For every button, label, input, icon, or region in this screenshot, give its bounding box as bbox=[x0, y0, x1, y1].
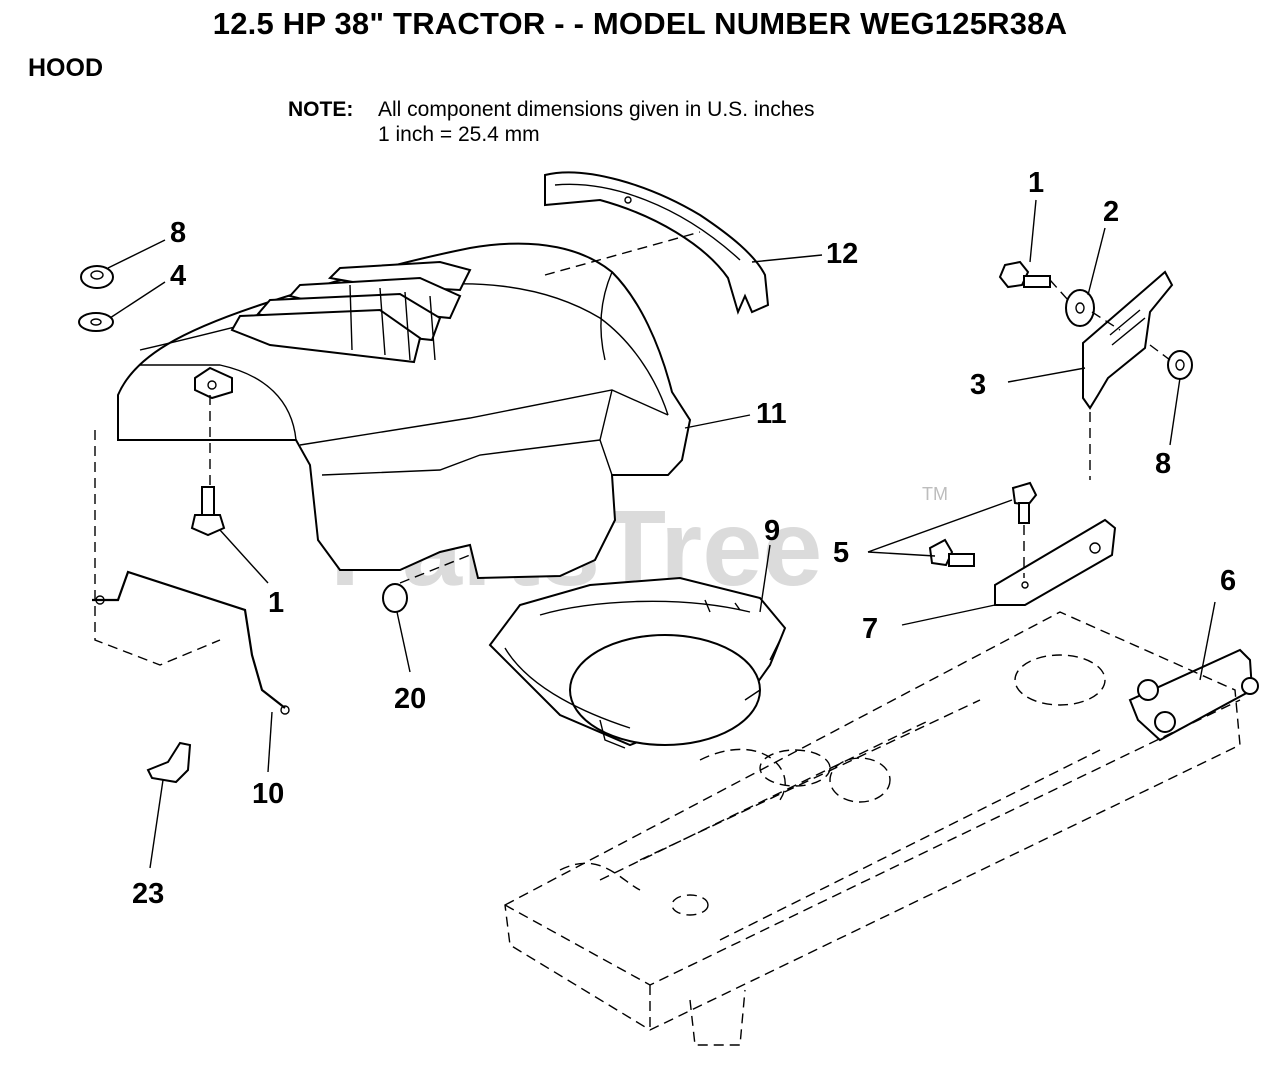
note-line-1: All component dimensions given in U.S. i… bbox=[378, 98, 815, 121]
part-11-hood[interactable] bbox=[117, 242, 692, 580]
callout-7: 7 bbox=[862, 613, 878, 645]
callout-23: 23 bbox=[132, 878, 164, 910]
callout-20: 20 bbox=[394, 683, 426, 715]
section-heading: HOOD bbox=[28, 54, 103, 82]
callout-4: 4 bbox=[170, 260, 186, 292]
part-1-right-bolt[interactable] bbox=[998, 260, 1051, 289]
note-line-2: 1 inch = 25.4 mm bbox=[378, 123, 540, 146]
part-10-hood-rod[interactable] bbox=[92, 570, 290, 715]
part-3-hood-bracket[interactable] bbox=[1082, 270, 1174, 410]
part-23-clip[interactable] bbox=[146, 741, 192, 784]
callout-10: 10 bbox=[252, 778, 284, 810]
part-9-hood-pan[interactable] bbox=[488, 576, 787, 749]
callout-1-left: 1 bbox=[268, 587, 284, 619]
part-6-hinge-bracket[interactable] bbox=[1128, 648, 1259, 742]
part-4-left-washer[interactable] bbox=[78, 312, 114, 332]
part-8-right-nut[interactable] bbox=[1167, 350, 1193, 380]
part-1-left-bolt[interactable] bbox=[190, 486, 226, 537]
part-20-plug[interactable] bbox=[382, 583, 408, 613]
callout-6: 6 bbox=[1220, 565, 1236, 597]
callout-11: 11 bbox=[756, 398, 787, 430]
note-label: NOTE: bbox=[288, 98, 354, 121]
callout-3: 3 bbox=[970, 369, 986, 401]
leader-lines bbox=[107, 199, 1216, 869]
part-7-pivot-bracket[interactable] bbox=[994, 518, 1117, 606]
callout-8-left: 8 bbox=[170, 217, 186, 249]
callout-9: 9 bbox=[764, 515, 780, 547]
callout-2: 2 bbox=[1103, 196, 1119, 228]
part-2-washer[interactable] bbox=[1065, 289, 1095, 327]
callout-1-right: 1 bbox=[1028, 167, 1044, 199]
watermark-tm: TM bbox=[922, 484, 948, 504]
assembly-guide-lines bbox=[94, 231, 1171, 666]
tractor-frame-reference bbox=[504, 611, 1241, 1046]
part-12-rear-panel[interactable] bbox=[544, 171, 770, 315]
callout-5: 5 bbox=[833, 537, 849, 569]
part-5-bolts[interactable] bbox=[928, 481, 1038, 567]
diagram-title: 12.5 HP 38" TRACTOR - - MODEL NUMBER WEG… bbox=[212, 6, 1068, 41]
dimension-note: NOTE: All component dimensions given in U… bbox=[288, 97, 815, 147]
callout-8-right: 8 bbox=[1155, 448, 1171, 480]
part-8-left-nut[interactable] bbox=[80, 265, 114, 289]
callout-12: 12 bbox=[826, 238, 858, 270]
